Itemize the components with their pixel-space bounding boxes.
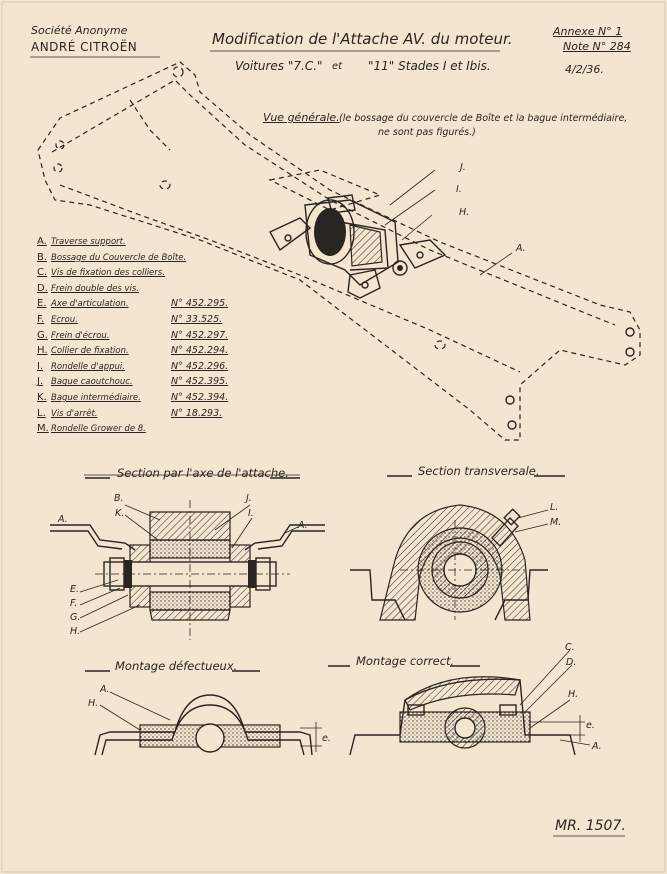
legend-row: I. Rondelle d'appui. N° 452.296.	[37, 360, 228, 372]
legend-letter: B.	[37, 251, 48, 263]
label-h-general: H.	[459, 207, 470, 218]
legend-description: Ecrou.	[51, 315, 78, 325]
legend-letter: C.	[37, 267, 48, 279]
legend-description: Bossage du Couvercle de Boîte.	[51, 252, 187, 263]
drawing-reference: MR. 1507.	[555, 818, 626, 834]
legend-letter: E.	[37, 298, 47, 310]
label-j-axis: J.	[246, 493, 252, 504]
section-transverse-drawing	[350, 504, 549, 621]
label-a-bad: A.	[100, 684, 110, 695]
legend-row: B.Bossage du Couvercle de Boîte.	[37, 252, 186, 263]
legend-letter: D.	[37, 282, 48, 294]
general-view-note-1: (le bossage du couvercle de Boîte et la …	[339, 113, 628, 124]
legend-part-number: N° 452.294.	[171, 345, 229, 357]
legend-row: A. Traverse support.	[37, 236, 126, 247]
label-l-trans: L.	[550, 502, 559, 513]
legend-row: F. Ecrou. N° 33.525.	[37, 314, 222, 325]
legend-description: Axe d'articulation.	[51, 299, 129, 310]
legend-row: G.Frein d'écrou. N° 452.297.	[37, 329, 228, 341]
legend-letter: I.	[37, 360, 44, 372]
label-e-axis: E.	[70, 584, 80, 595]
section-trans-title: Section transversale.	[418, 464, 540, 478]
note-number: Note N° 284	[563, 40, 631, 53]
legend-letter: F.	[37, 314, 45, 325]
page-title: Modification de l'Attache AV. du moteur.	[212, 30, 513, 48]
annex-number: Annexe N° 1	[553, 25, 623, 38]
general-view-drawing	[37, 61, 641, 441]
general-view-note-2: ne sont pas figurés.)	[378, 127, 476, 138]
legend-letter: K.	[37, 392, 47, 403]
label-a-axis-right: A.	[298, 520, 308, 531]
label-a-general: A.	[516, 243, 526, 254]
legend-row: H.Collier de fixation. N° 452.294.	[37, 345, 228, 357]
label-f-axis: F.	[70, 598, 78, 609]
legend-letter: A.	[37, 236, 47, 247]
legend-part-number: N° 452.295.	[171, 298, 229, 310]
label-g-axis: G.	[70, 612, 81, 623]
subtitle-part1: Voitures "7.C."	[235, 59, 323, 73]
legend-description: Rondelle Grower de 8.	[51, 424, 146, 435]
montage-good-title: Montage correct.	[356, 654, 455, 668]
legend-row: L. Vis d'arrêt. N° 18.293.	[37, 407, 222, 419]
legend-part-number: N° 18.293.	[171, 407, 223, 419]
label-j-general: J.	[460, 162, 466, 173]
label-i-axis: I.	[248, 508, 254, 519]
label-e-good: e.	[586, 720, 595, 731]
general-view-title: Vue générale.	[263, 111, 340, 124]
legend-description: Collier de fixation.	[51, 346, 129, 357]
legend-description: Vis de fixation des colliers.	[51, 268, 165, 279]
label-h-bad: H.	[88, 698, 99, 709]
legend-row: C.Vis de fixation des colliers.	[37, 267, 165, 278]
date: 4/2/36.	[565, 63, 604, 76]
label-d-good: D.	[566, 657, 577, 668]
legend-part-number: N° 452.395.	[171, 376, 229, 388]
legend-description: Vis d'arrêt.	[51, 408, 98, 419]
label-k-axis: K.	[115, 508, 125, 519]
legend-part-number: N° 452.394.	[171, 392, 229, 403]
label-a-axis-left: A.	[58, 514, 68, 525]
label-h-good: H.	[568, 689, 579, 700]
legend-row: K. Bague intermédiaire. N° 452.394.	[37, 392, 228, 403]
legend-description: Traverse support.	[51, 237, 126, 247]
montage-bad-title: Montage défectueux.	[115, 659, 238, 673]
legend-part-number: N° 452.296.	[171, 360, 229, 372]
legend-description: Frein d'écrou.	[51, 330, 110, 341]
legend-description: Bague intermédiaire.	[51, 393, 141, 403]
section-axis-title: Section par l'axe de l'attache.	[117, 466, 289, 480]
label-i-general: I.	[456, 184, 462, 195]
label-h-axis: H.	[70, 626, 81, 637]
legend-row: D.Frein double des vis.	[37, 283, 139, 294]
legend-description: Bague caoutchouc.	[51, 377, 133, 388]
legend-row: E. Axe d'articulation. N° 452.295.	[37, 298, 228, 310]
legend-letter: G.	[37, 329, 48, 341]
legend-letter: L.	[37, 407, 46, 419]
legend-part-number: N° 33.525.	[171, 314, 223, 325]
montage-good-drawing	[349, 649, 591, 756]
label-a-good: A.	[592, 741, 602, 752]
subtitle-part2: et	[332, 61, 343, 72]
company-line2: ANDRÉ CITROËN	[31, 40, 138, 54]
label-m-trans: M.	[550, 517, 562, 528]
legend-letter: M.	[37, 423, 49, 435]
legend-row: J. Bague caoutchouc. N° 452.395.	[37, 376, 228, 388]
legend-letter: H.	[37, 345, 48, 357]
label-c-good: C.	[565, 642, 575, 653]
label-e-bad: e.	[322, 733, 331, 744]
subtitle-part3: "11" Stades I et Ibis.	[368, 59, 491, 73]
legend-part-number: N° 452.297.	[171, 329, 229, 341]
label-b-axis: B.	[114, 493, 124, 504]
section-axis-drawing	[50, 474, 325, 640]
legend-description: Rondelle d'appui.	[51, 361, 125, 372]
company-line1: Société Anonyme	[31, 24, 128, 37]
legend-row: M.Rondelle Grower de 8.	[37, 423, 146, 434]
montage-bad-drawing	[94, 691, 322, 756]
legend-description: Frein double des vis.	[51, 283, 140, 294]
legend-letter: J.	[37, 376, 44, 388]
